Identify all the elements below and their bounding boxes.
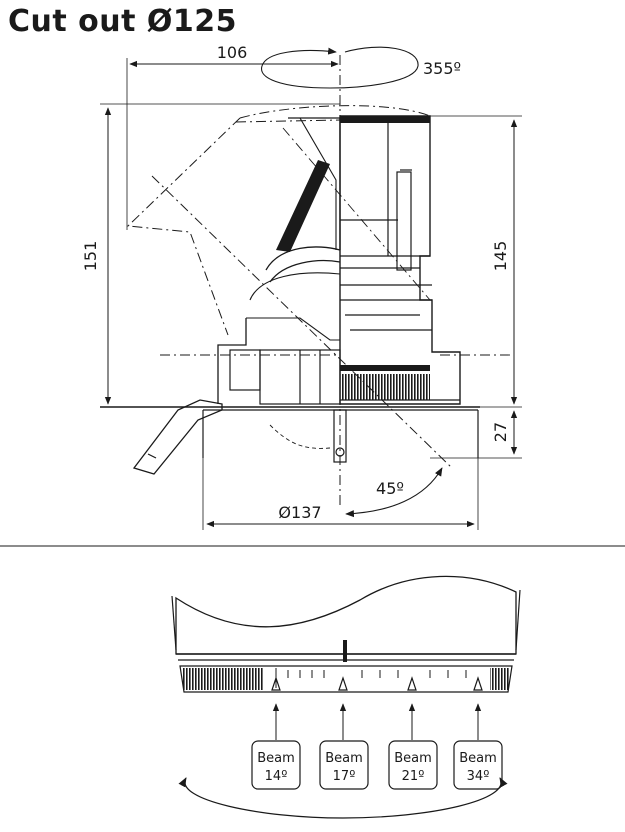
- height-151-label: 151: [81, 241, 100, 272]
- beam-adjustment-drawing: [171, 575, 521, 819]
- width-106-label: 106: [217, 43, 248, 62]
- depth-27-label: 27: [491, 422, 510, 442]
- beam-34-angle: 34º: [467, 769, 490, 784]
- rotation-355-label: 355º: [423, 59, 461, 78]
- beam-21-angle: 21º: [402, 769, 425, 784]
- side-view-drawing: [100, 46, 522, 530]
- beam-labels: Beam 14º Beam 17º Beam 21º Beam 34º: [257, 751, 497, 784]
- beam-14-word: Beam: [257, 751, 295, 766]
- beam-17-word: Beam: [325, 751, 363, 766]
- beam-box-21: [388, 740, 438, 790]
- diameter-137-label: Ø137: [278, 503, 321, 522]
- beam-21-word: Beam: [394, 751, 432, 766]
- height-145-label: 145: [491, 241, 510, 272]
- tilt-45-label: 45º: [376, 479, 404, 498]
- page-title: Cut out Ø125: [8, 4, 238, 39]
- beam-14-angle: 14º: [265, 769, 288, 784]
- beam-box-17: [319, 740, 369, 790]
- beam-box-34: [453, 740, 503, 790]
- dimension-labels: 106 355º 151 145 27 45º Ø137: [81, 43, 510, 522]
- beam-17-angle: 17º: [333, 769, 356, 784]
- beam-box-14: [251, 740, 301, 790]
- beam-34-word: Beam: [459, 751, 497, 766]
